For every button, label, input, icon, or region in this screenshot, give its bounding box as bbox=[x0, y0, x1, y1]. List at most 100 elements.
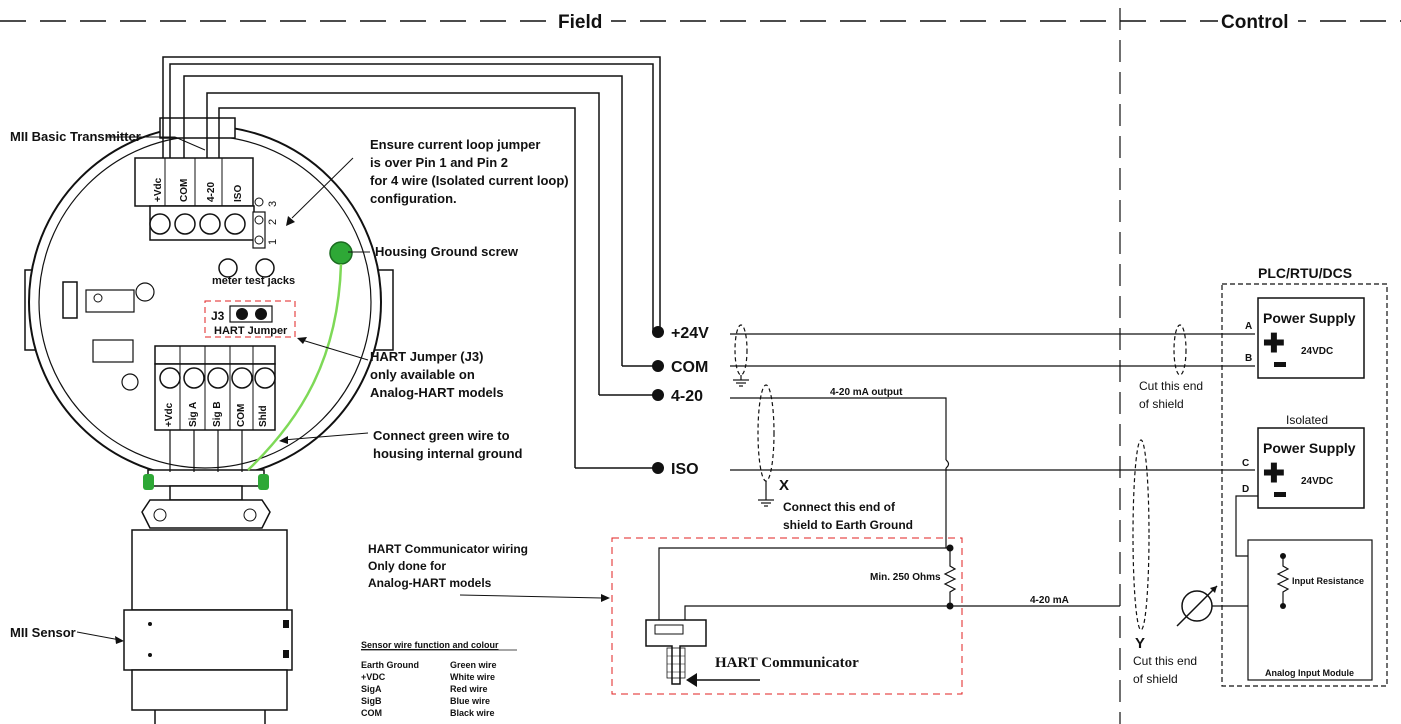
legend-title: Sensor wire function and colour bbox=[361, 640, 499, 650]
psu1-plus: ✚ bbox=[1263, 328, 1285, 358]
housing-ground-label: Housing Ground screw bbox=[375, 244, 519, 259]
cut-shield-bottom-1: Cut this end bbox=[1133, 654, 1197, 668]
hart-jumper-note-2: only available on bbox=[370, 367, 475, 382]
transmitter-label: MII Basic Transmitter bbox=[10, 129, 141, 144]
green-wire-note-2: housing internal ground bbox=[373, 446, 523, 461]
screw-bottom-4 bbox=[231, 367, 253, 389]
hart-jumper-note-3: Analog-HART models bbox=[370, 385, 504, 400]
field-title: Field bbox=[558, 12, 602, 33]
terminal-dot-24v bbox=[652, 326, 664, 338]
terminal-dot-420 bbox=[652, 389, 664, 401]
hart-wiring-note-1: HART Communicator wiring bbox=[368, 542, 528, 556]
resistor-label: Min. 250 Ohms bbox=[870, 572, 941, 583]
terminal-bottom-shld: Shld bbox=[258, 405, 269, 427]
j3-label: J3 bbox=[211, 309, 225, 323]
pin-3-label: 3 bbox=[267, 201, 279, 207]
hart-communicator-label: HART Communicator bbox=[715, 655, 859, 671]
terminal-dot-com bbox=[652, 360, 664, 372]
input-resistance-label: Input Resistance bbox=[1292, 576, 1364, 586]
screw-top-4 bbox=[224, 213, 246, 235]
pin-2-label: 2 bbox=[267, 219, 279, 225]
screw-bottom-3 bbox=[207, 367, 229, 389]
arrow-left-icon bbox=[686, 673, 697, 687]
hart-communicator-area: Min. 250 Ohms 4-20 mA HART Communicator bbox=[611, 537, 1120, 695]
output-label: 4-20 mA output bbox=[830, 387, 903, 398]
isolated-label: Isolated bbox=[1286, 413, 1328, 427]
terminal-bottom-com: COM bbox=[236, 404, 247, 427]
jumper-note-4: configuration. bbox=[370, 191, 457, 206]
x-note-2: shield to Earth Ground bbox=[783, 518, 913, 532]
sensor-wire-legend: Sensor wire function and colour Earth Gr… bbox=[361, 640, 517, 718]
cable-lines bbox=[730, 324, 1255, 631]
legend-fn-3: SigB bbox=[361, 696, 382, 706]
jumper-note-2: is over Pin 1 and Pin 2 bbox=[370, 155, 508, 170]
terminal-top-vdc: +Vdc bbox=[153, 177, 164, 202]
terminal-b: B bbox=[1245, 353, 1252, 364]
hart-wiring-note-2: Only done for bbox=[368, 559, 446, 573]
terminal-top-iso: ISO bbox=[233, 185, 244, 202]
terminal-label-420: 4-20 bbox=[671, 388, 703, 405]
transmitter: +Vdc COM 4-20 ISO 3 2 1 meter test jacks… bbox=[24, 117, 394, 724]
terminal-dot-iso bbox=[652, 462, 664, 474]
cut-shield-bottom-2: of shield bbox=[1133, 672, 1178, 686]
housing-ground-screw bbox=[329, 241, 353, 265]
loop-label: 4-20 mA bbox=[1030, 595, 1069, 606]
callouts bbox=[76, 136, 603, 641]
pin-1-label: 1 bbox=[267, 239, 279, 245]
terminal-bottom-sigb: Sig B bbox=[212, 401, 223, 427]
field-wires bbox=[162, 56, 661, 468]
control-title: Control bbox=[1221, 12, 1289, 33]
hart-jumper-label: HART Jumper bbox=[214, 325, 288, 337]
screw-bottom-2 bbox=[183, 367, 205, 389]
terminal-c: C bbox=[1242, 458, 1249, 469]
terminal-bottom-vdc: +Vdc bbox=[164, 402, 175, 427]
psu2-title: Power Supply bbox=[1263, 440, 1356, 456]
x-note-1: Connect this end of bbox=[783, 500, 896, 514]
jumper-note-3: for 4 wire (Isolated current loop) bbox=[370, 173, 569, 188]
callout-arrow-green bbox=[279, 436, 288, 444]
green-wire-note-1: Connect green wire to bbox=[373, 428, 510, 443]
cut-shield-top-2: of shield bbox=[1139, 397, 1184, 411]
terminal-label-24v: +24V bbox=[671, 325, 709, 342]
terminal-label-iso: ISO bbox=[671, 461, 699, 478]
meter-test-jacks-label: meter test jacks bbox=[212, 275, 295, 287]
legend-col-0: Green wire bbox=[450, 660, 497, 670]
analog-input-module bbox=[1247, 539, 1373, 681]
psu2-voltage: 24VDC bbox=[1301, 476, 1333, 487]
green-ground-wire bbox=[247, 263, 343, 471]
screw-top-1 bbox=[149, 213, 171, 235]
hart-wiring-note-3: Analog-HART models bbox=[368, 576, 492, 590]
terminal-a: A bbox=[1245, 321, 1252, 332]
module-label: Analog Input Module bbox=[1265, 668, 1354, 678]
cut-shield-top-1: Cut this end bbox=[1139, 379, 1203, 393]
screw-bottom-5 bbox=[254, 367, 276, 389]
screw-top-3 bbox=[199, 213, 221, 235]
screw-bottom-1 bbox=[159, 367, 181, 389]
terminal-label-com: COM bbox=[671, 359, 708, 376]
legend-col-2: Red wire bbox=[450, 684, 488, 694]
sensor-label: MII Sensor bbox=[10, 625, 76, 640]
legend-fn-2: SigA bbox=[361, 684, 382, 694]
callout-arrow-sensor bbox=[115, 636, 124, 644]
control-cabinet: PLC/RTU/DCS Power Supply ✚ 24VDC A B Iso… bbox=[1221, 265, 1388, 687]
field-terminals: +24V COM 4-20 ISO bbox=[575, 325, 709, 478]
legend-fn-1: +VDC bbox=[361, 672, 386, 682]
screw-top-2 bbox=[174, 213, 196, 235]
x-label: X bbox=[779, 477, 789, 494]
psu2-plus: ✚ bbox=[1263, 458, 1285, 488]
y-label: Y bbox=[1135, 635, 1145, 652]
callout-arrow-wiring bbox=[601, 594, 610, 602]
callout-arrow-jumper bbox=[286, 216, 295, 226]
jumper-note-1: Ensure current loop jumper bbox=[370, 137, 540, 152]
terminal-d: D bbox=[1242, 484, 1249, 495]
legend-fn-4: COM bbox=[361, 708, 382, 718]
hart-communicator-icon bbox=[645, 619, 707, 685]
psu1-voltage: 24VDC bbox=[1301, 346, 1333, 357]
legend-col-4: Black wire bbox=[450, 708, 495, 718]
legend-fn-0: Earth Ground bbox=[361, 660, 419, 670]
terminal-top-420: 4-20 bbox=[206, 182, 217, 202]
legend-col-1: White wire bbox=[450, 672, 495, 682]
terminal-bottom-siga: Sig A bbox=[188, 402, 199, 427]
legend-col-3: Blue wire bbox=[450, 696, 490, 706]
